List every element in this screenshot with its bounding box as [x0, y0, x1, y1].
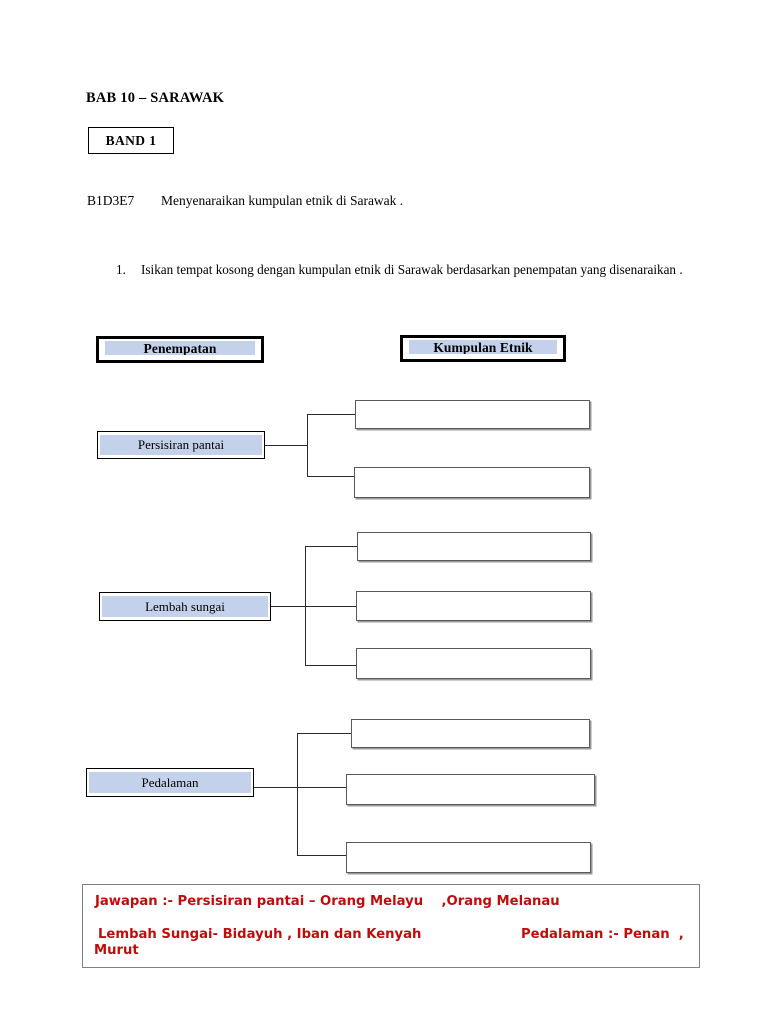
column-header-kumpulan-etnik-fill: Kumpulan Etnik	[409, 340, 557, 354]
category-label-lembah-sungai: Lembah sungai	[99, 592, 271, 621]
objective-text: Menyenaraikan kumpulan etnik di Sarawak …	[161, 193, 404, 208]
category-label-pedalaman: Pedalaman	[86, 768, 254, 797]
answer-key-line-4: Murut	[94, 943, 139, 958]
blank-answer-box[interactable]	[357, 532, 591, 561]
blank-answer-box[interactable]	[356, 591, 591, 621]
blank-answer-box[interactable]	[346, 774, 595, 805]
connector-trunk-group3	[297, 733, 299, 856]
category-label-persisiran-pantai: Persisiran pantai	[97, 431, 265, 459]
objective-code: B1D3E7	[87, 193, 135, 208]
connector-stem-group3	[254, 787, 298, 789]
answer-key-line-3: Pedalaman :- Penan ,	[521, 927, 684, 942]
connector-branch-group3-3	[297, 855, 352, 857]
category-label-lembah-sungai-fill: Lembah sungai	[102, 596, 268, 617]
blank-answer-box[interactable]	[346, 842, 591, 873]
category-label-persisiran-pantai-fill: Persisiran pantai	[100, 435, 262, 455]
connector-branch-group1-2	[307, 476, 355, 478]
category-label-pedalaman-fill: Pedalaman	[89, 772, 251, 793]
category-label-lembah-sungai-text: Lembah sungai	[145, 598, 225, 614]
column-header-penempatan-fill: Penempatan	[105, 341, 255, 355]
column-header-kumpulan-etnik-label: Kumpulan Etnik	[433, 340, 533, 354]
connector-branch-group2-1	[305, 546, 357, 548]
connector-branch-group2-3	[305, 665, 357, 667]
connector-stem-group2	[271, 606, 306, 608]
answer-key-panel: Jawapan :- Persisiran pantai – Orang Mel…	[82, 884, 700, 968]
category-label-pedalaman-text: Pedalaman	[141, 774, 199, 790]
connector-trunk-group1	[307, 414, 309, 477]
blank-answer-box[interactable]	[354, 467, 590, 498]
column-header-kumpulan-etnik: Kumpulan Etnik	[400, 335, 566, 362]
column-header-penempatan: Penempatan	[96, 336, 264, 363]
category-label-persisiran-pantai-text: Persisiran pantai	[137, 437, 225, 452]
question-number: 1.	[116, 262, 126, 277]
learning-objective: B1D3E7 Menyenaraikan kumpulan etnik di Sa…	[87, 193, 403, 209]
blank-answer-box[interactable]	[351, 719, 590, 748]
connector-branch-group3-2	[297, 787, 347, 789]
connector-branch-group3-1	[297, 733, 352, 735]
connector-branch-group1-1	[307, 414, 355, 416]
connector-stem-group1	[265, 445, 308, 447]
connector-branch-group2-2	[305, 606, 357, 608]
question-text: Isikan tempat kosong dengan kumpulan etn…	[141, 262, 683, 277]
answer-key-line-2: Lembah Sungai- Bidayuh , Iban dan Kenyah	[98, 927, 422, 942]
question-instruction: 1. Isikan tempat kosong dengan kumpulan …	[116, 259, 694, 280]
blank-answer-box[interactable]	[355, 400, 590, 429]
band-box: BAND 1	[88, 127, 174, 154]
column-header-penempatan-label: Penempatan	[143, 341, 217, 355]
blank-answer-box[interactable]	[356, 648, 591, 679]
page-title: BAB 10 – SARAWAK	[86, 90, 225, 106]
answer-key-line-1: Jawapan :- Persisiran pantai – Orang Mel…	[95, 894, 560, 909]
band-label: BAND 1	[105, 132, 157, 148]
